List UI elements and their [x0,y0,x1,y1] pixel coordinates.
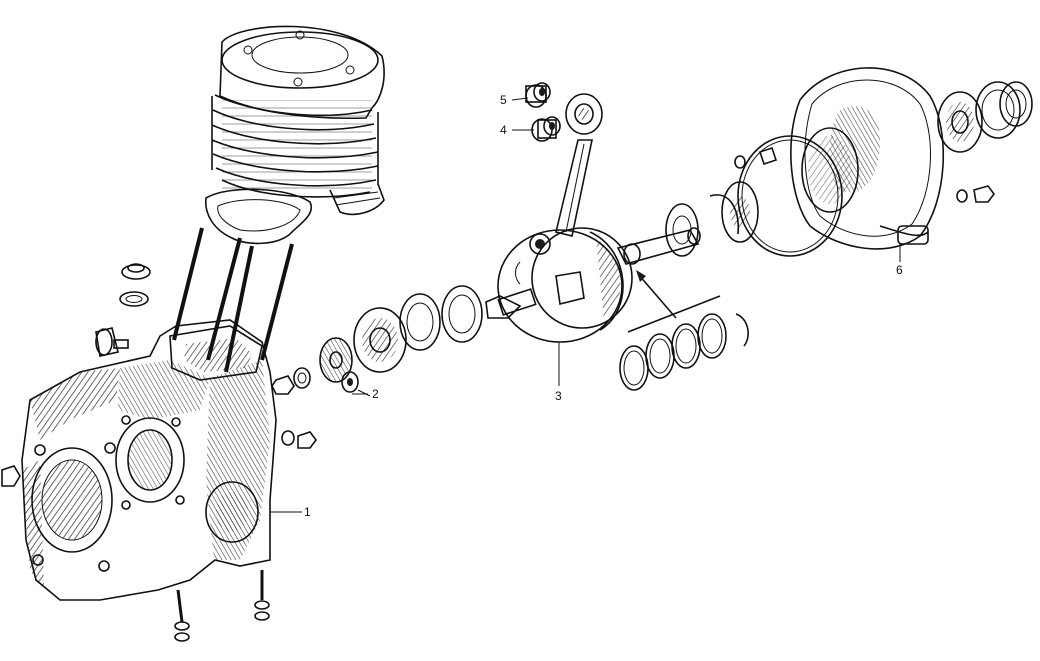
side-cover [665,67,1033,257]
crankshaft [485,93,721,343]
callout-5: 5 [500,93,507,107]
callout-6: 6 [896,263,903,277]
callout-3: 3 [555,389,562,403]
bushes [525,82,561,142]
callout-2: 2 [372,387,379,401]
crankcase-fasteners [254,367,317,621]
crankcase [1,319,277,642]
cylinder [205,25,385,245]
base-gasket [205,188,313,245]
callout-1: 1 [304,505,311,519]
bush-small [531,116,561,142]
piston-rings [619,313,749,391]
gear-and-bearing [319,285,483,397]
bush-large [525,82,551,108]
callouts: 1 2 3 4 5 6 [270,93,903,519]
washer-stack [119,263,151,307]
callout-4: 4 [500,123,507,137]
crankcase-plug [95,327,129,357]
cylinder-fins [211,25,385,216]
